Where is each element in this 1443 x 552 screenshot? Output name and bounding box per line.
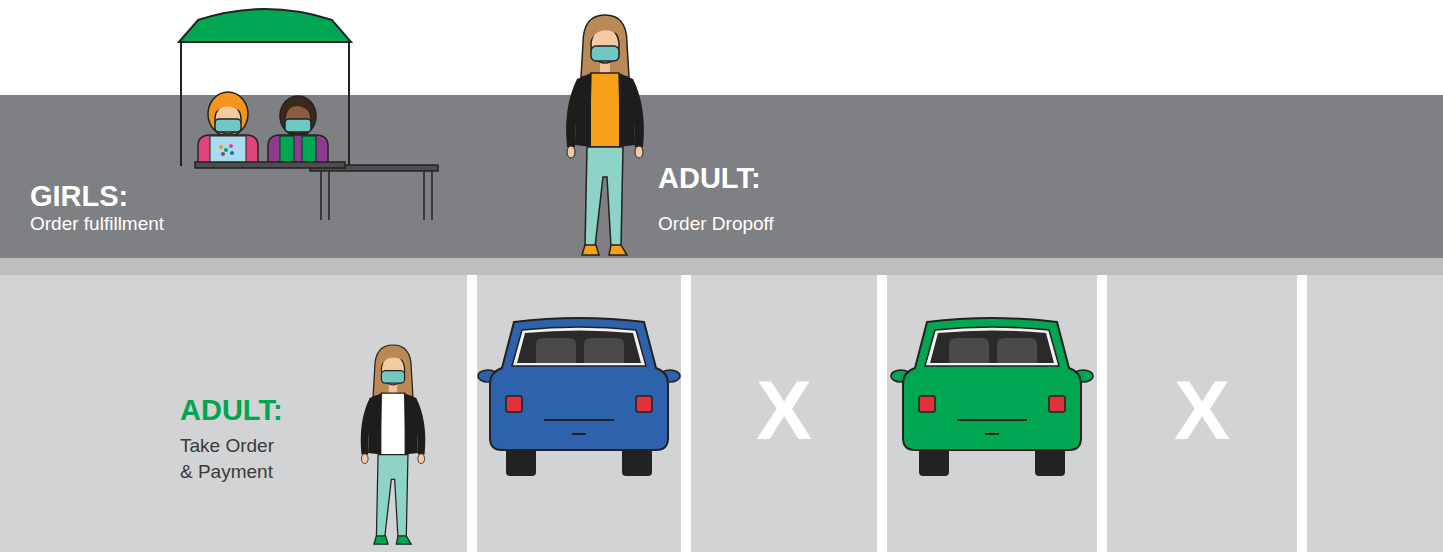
role-heading: ADULT: [180,396,283,425]
adult-figure-part [581,15,629,77]
adult-figure-part [591,46,619,61]
adult-figure-part [590,21,620,41]
role-task: Order Dropoff [658,214,774,233]
blocked-space-mark: X [756,368,812,452]
blocked-space-mark: X [1174,368,1230,452]
role-task: Take Order & Payment [180,433,286,485]
activity-band: GIRLS: Order fulfillment ADULT: Order Dropo… [0,95,1443,258]
role-task: Order fulfillment [30,214,164,233]
role-heading: ADULT: [658,164,761,193]
adult-figure-part [591,27,619,63]
role-heading: GIRLS: [30,182,128,211]
curb-strip [0,258,1443,275]
tent-part [179,9,351,42]
adult-figure-part [600,59,610,75]
